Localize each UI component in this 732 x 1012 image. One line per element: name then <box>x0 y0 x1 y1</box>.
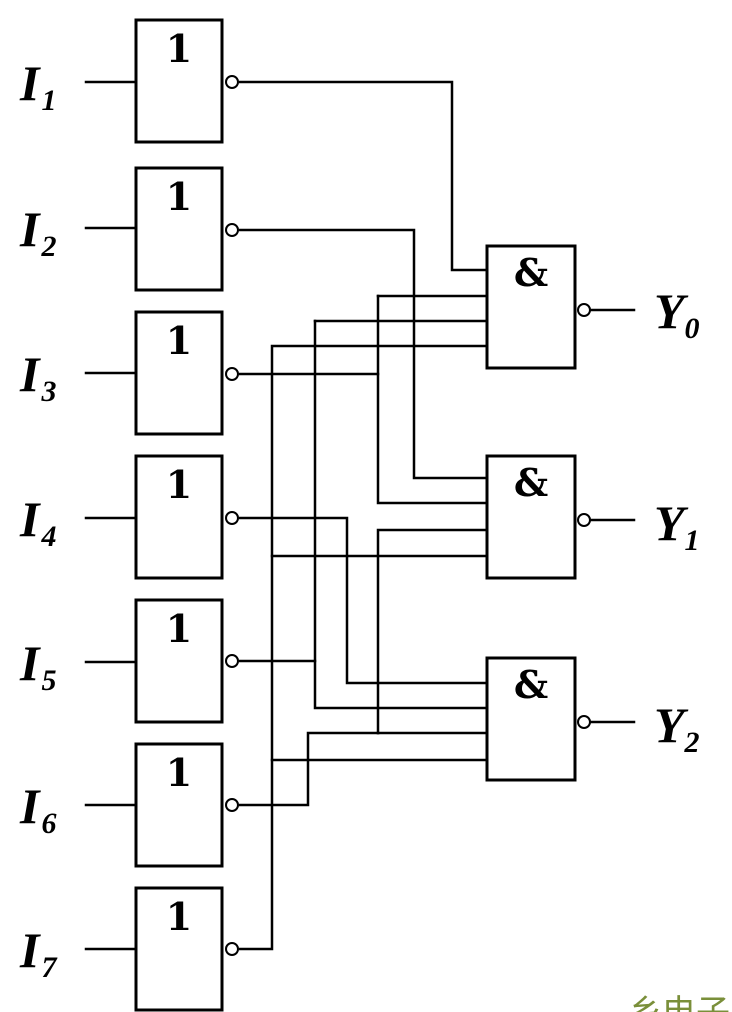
inverter-symbol: 1 <box>166 894 192 939</box>
input-label-i1: I1 <box>19 55 56 117</box>
inverter-body <box>134 310 224 436</box>
inverter-i1: 1 I1 <box>19 18 239 144</box>
inverter-body <box>134 886 224 1012</box>
nand-symbol: & <box>514 250 548 295</box>
nand-body <box>485 244 577 370</box>
inverter-i5: 1 I5 <box>19 598 239 724</box>
nand-symbol: & <box>514 662 548 707</box>
input-label-i3: I3 <box>19 346 56 408</box>
inverter-bubble <box>225 654 239 668</box>
input-label-i5: I5 <box>19 635 56 697</box>
wire-i2 <box>238 228 489 480</box>
inverter-i6: 1 I6 <box>19 742 239 868</box>
inverter-bubble <box>225 798 239 812</box>
inverter-body <box>134 742 224 868</box>
wire-i3 <box>238 372 489 505</box>
nand-bubble <box>577 715 591 729</box>
input-label-i4: I4 <box>19 491 56 553</box>
wire-i6-bus <box>376 528 489 735</box>
nand-gate-y2: & Y2 <box>485 656 700 782</box>
inverter-i2: 1 I2 <box>19 166 239 292</box>
wire-i1 <box>238 80 489 272</box>
inverter-symbol: 1 <box>166 606 192 651</box>
nand-gate-y1: & Y1 <box>485 454 700 580</box>
nand-bubble <box>577 303 591 317</box>
nand-body <box>485 454 577 580</box>
wire-i4 <box>238 516 489 685</box>
inverter-body <box>134 166 224 292</box>
nand-symbol: & <box>514 460 548 505</box>
input-label-i6: I6 <box>19 778 56 840</box>
nand-gate-y0: & Y0 <box>485 244 700 370</box>
wire-i6 <box>238 731 380 807</box>
inverter-body <box>134 454 224 580</box>
nand-body <box>485 656 577 782</box>
inverter-bubble <box>225 942 239 956</box>
output-label-y0: Y0 <box>654 283 700 345</box>
input-label-i7: I7 <box>19 922 57 984</box>
inverter-symbol: 1 <box>166 174 192 219</box>
inverter-i4: 1 I4 <box>19 454 239 580</box>
inverter-symbol: 1 <box>166 462 192 507</box>
wire-i7 <box>238 344 489 951</box>
wiring <box>84 80 636 951</box>
output-label-y1: Y1 <box>654 495 700 557</box>
nand-bubble <box>577 513 591 527</box>
inverter-bubble <box>225 75 239 89</box>
inverter-body <box>134 598 224 724</box>
inverter-bubble <box>225 223 239 237</box>
inverter-symbol: 1 <box>166 750 192 795</box>
inverter-bubble <box>225 511 239 525</box>
output-label-y2: Y2 <box>654 697 700 759</box>
inverter-body <box>134 18 224 144</box>
inverter-bubble <box>225 367 239 381</box>
inverter-i7: 1 I7 <box>19 886 239 1012</box>
inverter-symbol: 1 <box>166 318 192 363</box>
wire-i5-bus <box>313 319 489 710</box>
input-label-i2: I2 <box>19 201 56 263</box>
inverter-i3: 1 I3 <box>19 310 239 436</box>
inverter-symbol: 1 <box>166 26 192 71</box>
watermark-text: 乡电子 <box>628 993 730 1012</box>
